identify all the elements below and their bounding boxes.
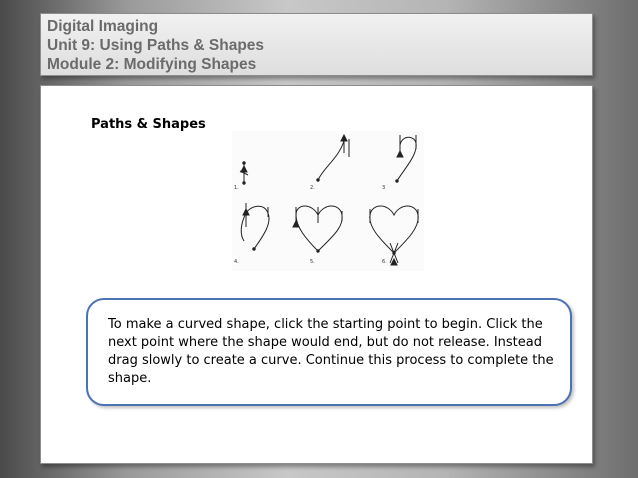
step-4-caption: 4.: [234, 259, 239, 265]
step-3-drawing: [395, 135, 417, 183]
title-line-module: Module 2: Modifying Shapes: [47, 56, 257, 73]
instruction-callout: To make a curved shape, click the starti…: [86, 298, 572, 406]
step-6-caption: 6.: [382, 259, 387, 265]
step-1-caption: 1.: [234, 185, 239, 191]
step-5-caption: 5.: [310, 259, 315, 265]
title-line-unit: Unit 9: Using Paths & Shapes: [47, 37, 265, 54]
heart-steps-illustration: 1. 2. 3 4. 5. 6.: [234, 133, 419, 266]
title-line-course: Digital Imaging: [47, 18, 159, 35]
step-1-drawing: [239, 161, 249, 185]
step-2-caption: 2.: [310, 185, 315, 191]
step-6-drawing: [369, 205, 419, 266]
step-2-drawing: [316, 133, 350, 182]
heart-path-steps-figure: 1. 2. 3 4. 5. 6.: [232, 131, 424, 271]
step-3-caption: 3: [382, 185, 385, 191]
slide-title-box: Digital Imaging Unit 9: Using Paths & Sh…: [40, 13, 593, 76]
step-4-drawing: [240, 203, 270, 251]
section-heading: Paths & Shapes: [91, 117, 206, 132]
step-5-drawing: [292, 205, 343, 253]
content-panel: Paths & Shapes: [40, 85, 593, 464]
instruction-text: To make a curved shape, click the starti…: [108, 317, 554, 386]
